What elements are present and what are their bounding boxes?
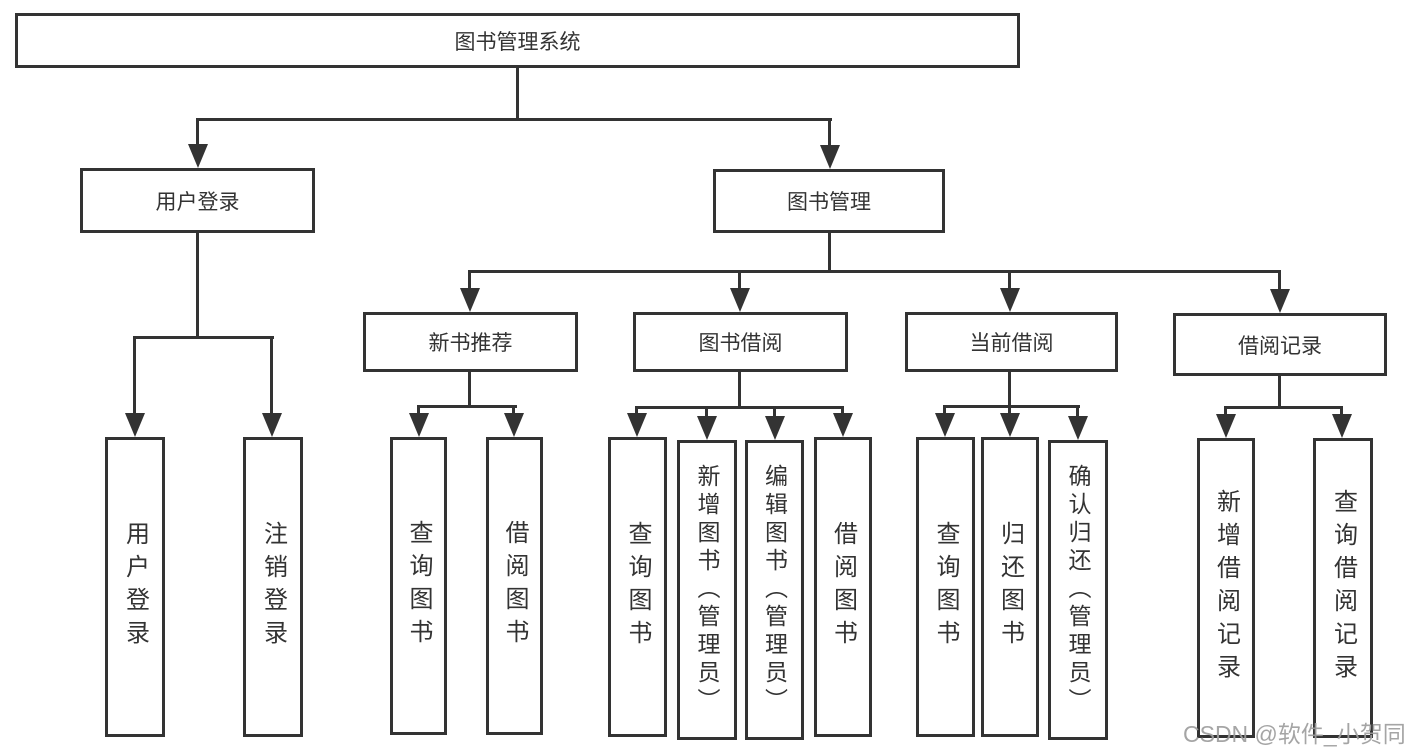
node-label: 图书管理	[787, 191, 871, 214]
leaf-borrow-books-borrowing: 借阅图书	[814, 437, 872, 737]
leaf-query-books-recommend: 查询图书	[390, 437, 447, 735]
connector-line	[133, 336, 274, 339]
node-library-management-system: 图书管理系统	[15, 13, 1020, 68]
node-book-borrowing: 图书借阅	[633, 312, 848, 372]
connector-arrow-down-icon	[1000, 405, 1020, 437]
node-new-book-recommendation: 新书推荐	[363, 312, 578, 372]
leaf-query-books-borrowing: 查询图书	[608, 437, 667, 737]
connector-arrow-down-icon	[409, 405, 429, 437]
node-book-management: 图书管理	[713, 169, 945, 233]
connector-line	[1224, 406, 1343, 409]
connector-arrow-down-icon	[460, 271, 480, 312]
leaf-return-books: 归还图书	[981, 437, 1039, 737]
connector-arrow-down-icon	[1270, 271, 1290, 313]
connector-line	[828, 231, 831, 273]
connector-arrow-down-icon	[627, 406, 647, 437]
leaf-query-borrow-record: 查询借阅记录	[1313, 438, 1373, 738]
connector-line	[635, 406, 844, 409]
leaf-label: 确认归还（管理员）	[1065, 464, 1091, 716]
leaf-label: 查询借阅记录	[1329, 489, 1357, 687]
connector-arrow-down-icon	[1068, 405, 1088, 440]
leaf-user-login: 用户登录	[105, 437, 165, 737]
leaf-logout: 注销登录	[243, 437, 303, 737]
connector-line	[516, 66, 519, 121]
leaf-label: 新增图书（管理员）	[694, 464, 720, 716]
connector-line	[1278, 374, 1281, 409]
leaf-add-books-admin: 新增图书（管理员）	[677, 440, 737, 740]
connector-arrow-down-icon	[188, 119, 208, 168]
connector-line	[943, 405, 1080, 408]
leaf-label: 用户登录	[121, 521, 149, 653]
connector-arrow-down-icon	[765, 406, 785, 440]
connector-arrow-down-icon	[697, 406, 717, 440]
connector-line	[196, 118, 832, 121]
leaf-label: 查询图书	[624, 521, 651, 653]
connector-arrow-down-icon	[125, 336, 145, 437]
connector-arrow-down-icon	[1332, 406, 1352, 438]
connector-line	[1008, 370, 1011, 408]
connector-arrow-down-icon	[504, 405, 524, 437]
node-current-borrowing: 当前借阅	[905, 312, 1118, 372]
connector-line	[417, 405, 517, 408]
leaf-label: 查询图书	[405, 520, 432, 652]
leaf-edit-books-admin: 编辑图书（管理员）	[745, 440, 804, 740]
leaf-add-borrow-record: 新增借阅记录	[1197, 438, 1255, 738]
leaf-label: 注销登录	[259, 521, 287, 653]
connector-arrow-down-icon	[1216, 406, 1236, 438]
leaf-label: 新增借阅记录	[1212, 489, 1240, 687]
connector-arrow-down-icon	[262, 336, 282, 437]
connector-arrow-down-icon	[1000, 271, 1020, 312]
node-label: 图书管理系统	[454, 30, 581, 54]
node-borrowing-records: 借阅记录	[1173, 313, 1387, 376]
connector-arrow-down-icon	[820, 119, 840, 169]
watermark: CSDN @软件_小贺同学	[1183, 721, 1405, 747]
leaf-confirm-return-admin: 确认归还（管理员）	[1048, 440, 1108, 740]
connector-line	[468, 370, 471, 408]
leaf-label: 编辑图书（管理员）	[761, 464, 788, 716]
connector-arrow-down-icon	[730, 271, 750, 312]
leaf-label: 借阅图书	[501, 520, 528, 652]
leaf-label: 借阅图书	[829, 521, 857, 653]
connector-line	[196, 231, 199, 339]
node-label: 用户登录	[155, 190, 240, 214]
leaf-label: 查询图书	[932, 521, 959, 653]
node-label: 新书推荐	[428, 332, 513, 355]
connector-line	[468, 270, 1281, 273]
node-label: 借阅记录	[1238, 334, 1322, 358]
node-user-login: 用户登录	[80, 168, 315, 233]
connector-arrow-down-icon	[833, 406, 853, 437]
connector-arrow-down-icon	[935, 405, 955, 437]
node-label: 图书借阅	[698, 332, 783, 355]
node-label: 当前借阅	[969, 332, 1054, 355]
leaf-label: 归还图书	[996, 521, 1024, 653]
leaf-borrow-books-recommend: 借阅图书	[486, 437, 543, 735]
leaf-query-books-current: 查询图书	[916, 437, 975, 737]
connector-line	[738, 370, 741, 409]
